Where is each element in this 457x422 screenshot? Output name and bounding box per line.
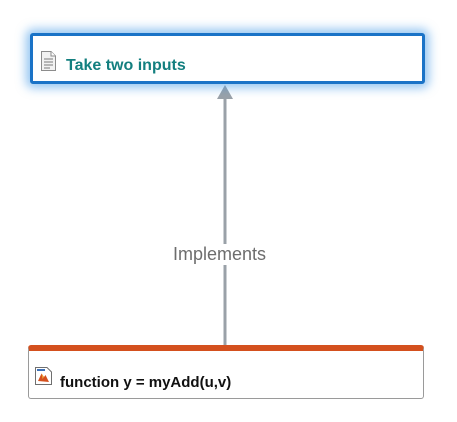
requirement-title: Take two inputs [66, 57, 186, 74]
connector-arrowhead [217, 85, 233, 99]
requirement-node[interactable]: Take two inputs [30, 33, 425, 84]
matlab-function-icon [35, 367, 52, 385]
implementation-title: function y = myAdd(u,v) [60, 374, 232, 391]
link-label[interactable]: Implements [173, 244, 267, 265]
implementation-node[interactable]: function y = myAdd(u,v) [28, 345, 424, 399]
document-icon [40, 51, 57, 71]
